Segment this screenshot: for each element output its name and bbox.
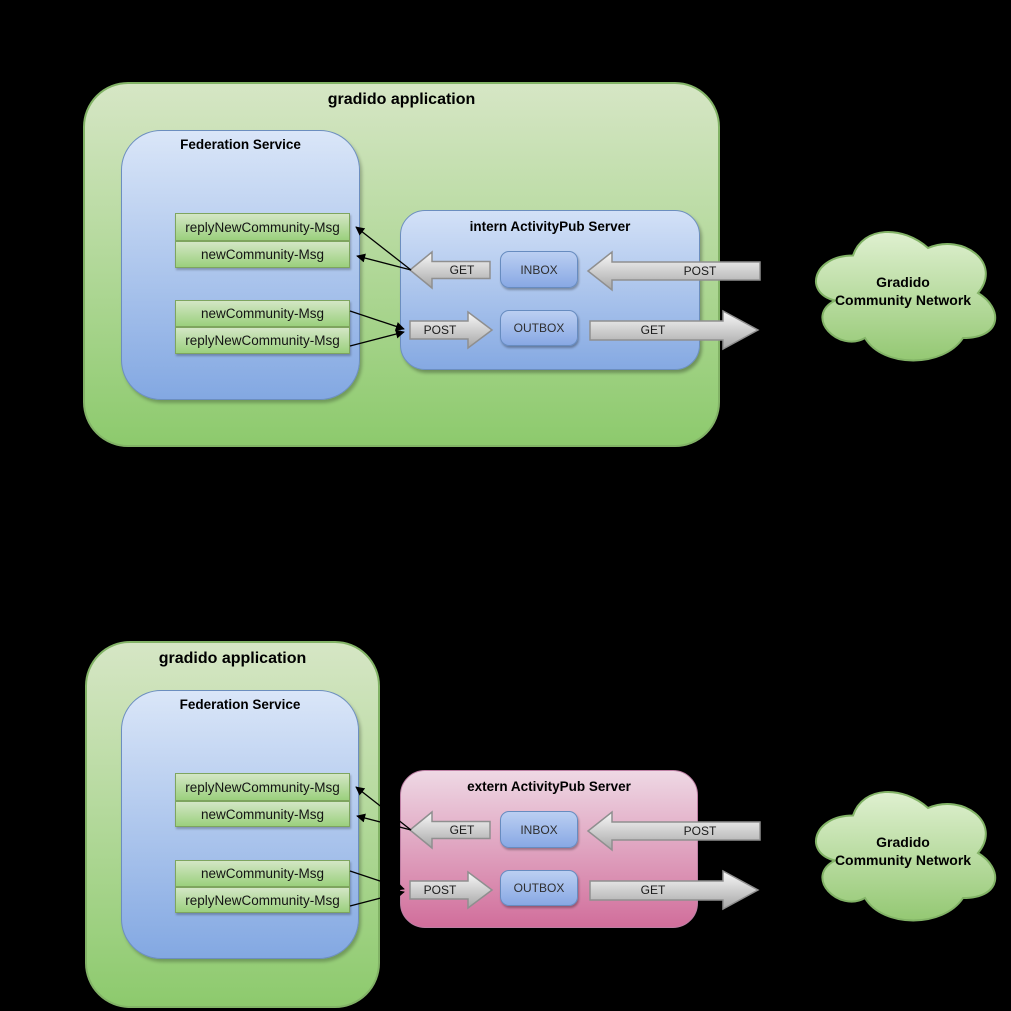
get-arrow-label: GET xyxy=(449,263,475,277)
message-box: newCommunity-Msg xyxy=(175,801,350,827)
outbox-box: OUTBOX xyxy=(500,310,578,346)
inbox-box: INBOX xyxy=(500,251,578,288)
inbox-box: INBOX xyxy=(500,811,578,848)
message-box: newCommunity-Msg xyxy=(175,300,350,327)
message-box: replyNewCommunity-Msg xyxy=(175,773,350,801)
cloud-label-line2: Community Network xyxy=(834,852,972,868)
message-box: replyNewCommunity-Msg xyxy=(175,327,350,354)
activitypub-server-box: intern ActivityPub Server xyxy=(400,210,700,370)
get-arrow-label: GET xyxy=(449,823,475,837)
federation-service-title: Federation Service xyxy=(179,697,301,712)
cloud-label-line2: Community Network xyxy=(834,292,972,308)
message-box: newCommunity-Msg xyxy=(175,860,350,887)
outbox-box: OUTBOX xyxy=(500,870,578,906)
post-arrow-label: POST xyxy=(423,883,457,897)
message-box: replyNewCommunity-Msg xyxy=(175,213,350,241)
message-box: replyNewCommunity-Msg xyxy=(175,887,350,913)
activitypub-server-title: intern ActivityPub Server xyxy=(469,219,631,234)
application-title: gradido application xyxy=(327,91,476,108)
cloud-label-line1: Gradido xyxy=(876,834,930,850)
federation-service-title: Federation Service xyxy=(180,137,301,152)
post-arrow-label: POST xyxy=(683,264,717,278)
get-arrow-label: GET xyxy=(640,883,666,897)
cloud-label: Gradido Community Network xyxy=(803,273,1003,309)
activitypub-server-title: extern ActivityPub Server xyxy=(467,779,631,794)
get-arrow-label: GET xyxy=(640,323,666,337)
message-box: newCommunity-Msg xyxy=(175,241,350,268)
post-arrow-label: POST xyxy=(423,323,457,337)
cloud-label-line1: Gradido xyxy=(876,274,930,290)
application-title: gradido application xyxy=(158,650,307,667)
cloud-label: Gradido Community Network xyxy=(803,833,1003,869)
post-arrow-label: POST xyxy=(683,824,717,838)
